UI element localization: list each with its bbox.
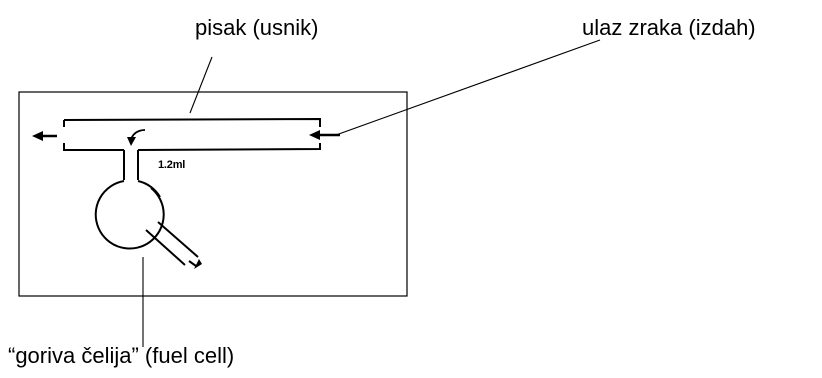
air-inlet-label: ulaz zraka (izdah) [582, 15, 756, 40]
fuel-cell-chamber-right [137, 180, 161, 198]
tube-bottom-wall [63, 143, 321, 151]
sample-volume-label: 1.2ml [158, 159, 186, 171]
inlet-arrow [309, 130, 340, 140]
exhaust-arrow [188, 259, 202, 269]
exhaust-tube [145, 221, 199, 266]
cell-neck [123, 150, 139, 180]
fuel-cell-chamber [94, 180, 165, 250]
device-frame [18, 91, 408, 297]
nozzle-label: pisak (usnik) [195, 15, 319, 40]
fuel-cell-label: “goriva čelija” (fuel cell) [8, 343, 235, 368]
tube-top-wall [63, 117, 321, 127]
air-inlet-leader-line [335, 39, 601, 136]
sample-flow-arrow [127, 129, 146, 146]
nozzle-leader-line [189, 56, 213, 114]
outlet-arrow [32, 131, 57, 141]
